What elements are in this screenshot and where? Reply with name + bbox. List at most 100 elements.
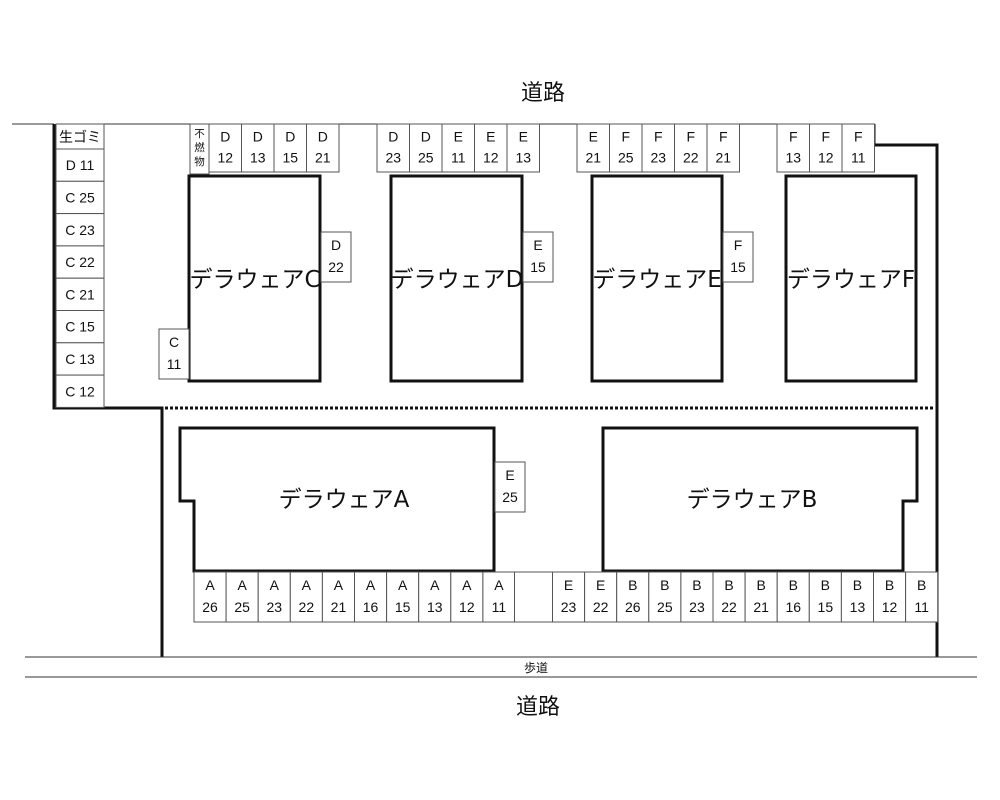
top-spot-f11: F11 (841, 123, 875, 173)
top-spot-f21-box (706, 123, 740, 173)
top-spot-d25: D25 (409, 123, 443, 173)
building-a (178, 426, 496, 573)
bottom-spot-a13-number: 13 (427, 599, 443, 615)
bottom-spot-b11-number: 11 (914, 599, 929, 615)
side-spot-e15-box (522, 231, 554, 283)
garbage-header-label: 生ゴミ (59, 129, 101, 145)
top-spot-f23-number: 23 (650, 149, 666, 165)
bottom-spot-a13: A 13 (418, 571, 452, 623)
left-spot-c13: C 13 (55, 342, 105, 376)
top-spot-f12: F12 (809, 123, 843, 173)
bottom-spot-a11-letter: A (494, 577, 504, 593)
bottom-spot-a16-box (354, 571, 388, 623)
bottom-spot-a21-box (321, 571, 355, 623)
top-spot-e13-box (506, 123, 540, 173)
left-spot-c21: C 21 (55, 277, 105, 312)
building-e (590, 174, 724, 383)
left-spot-label: C 15 (65, 319, 95, 335)
top-spot-f11-box (841, 123, 875, 173)
bottom-spot-b12: B 12 (873, 571, 907, 623)
top-spot-d13: D 13 (241, 123, 275, 173)
non-burnable-waste: 不燃物 (189, 123, 210, 175)
left-spot-label: C 12 (65, 383, 95, 399)
top-spot-d15: D15 (273, 123, 307, 173)
bottom-spot-a13-box (418, 571, 452, 623)
left-spot-box (55, 148, 105, 182)
left-spot-c22: C 22 (55, 245, 105, 279)
bottom-spot-b13-number: 13 (850, 599, 866, 615)
left-spot-box (55, 277, 105, 312)
bottom-spot-b22-letter: B (724, 577, 733, 593)
top-spot-d13-letter: D (253, 128, 263, 144)
side-spot-f15: F15 (722, 231, 754, 283)
bottom-spot-b15: B15 (808, 571, 842, 623)
bottom-spot-a13-letter: A (430, 577, 440, 593)
side-spot-e25-box (494, 461, 526, 513)
top-spot-e13-letter: E (519, 128, 528, 144)
bottom-spot-a25-letter: A (237, 577, 247, 593)
bottom-spot-b12-number: 12 (882, 599, 898, 615)
building-a-label: デラウェアA (279, 487, 410, 513)
top-spot-d25-number: 25 (418, 149, 434, 165)
top-spot-d12-letter: D (220, 128, 230, 144)
top-spot-f22: F22 (674, 123, 708, 173)
top-spot-d13-number: 13 (250, 149, 266, 165)
side-spot-f15-number: 15 (730, 259, 746, 275)
left-spot-c12: C 12 (55, 374, 105, 408)
left-spot-box (55, 310, 105, 344)
bottom-spot-a25: A25 (225, 571, 259, 623)
bottom-spot-b13-letter: B (853, 577, 862, 593)
bottom-spot-a15-letter: A (398, 577, 408, 593)
top-spot-f23: F23 (641, 123, 675, 173)
bottom-spot-b16-box (776, 571, 810, 623)
bottom-spot-e22-letter: E (596, 577, 605, 593)
top-spot-d12: D12 (208, 123, 242, 173)
top-spot-d21-letter: D (318, 128, 328, 144)
bottom-spot-a25-box (225, 571, 259, 623)
bottom-spot-b25: B25 (648, 571, 682, 623)
bottom-spot-b23-box (680, 571, 714, 623)
bottom-spot-b22-number: 22 (721, 599, 737, 615)
bottom-spot-a15-number: 15 (395, 599, 411, 615)
top-spot-f13-number: 13 (785, 149, 801, 165)
side-spot-e15: E15 (522, 231, 554, 283)
top-spot-d23-number: 23 (385, 149, 401, 165)
bottom-spot-a23-letter: A (270, 577, 280, 593)
left-spot-label: D 11 (66, 157, 95, 173)
bottom-spot-b13: B 13 (840, 571, 875, 623)
bottom-spot-b16-letter: B (789, 577, 798, 593)
bottom-spot-b11-letter: B (917, 577, 926, 593)
top-spot-f25: F25 (609, 123, 643, 173)
top-spot-e11-box (441, 123, 475, 173)
top-spot-f22-number: 22 (683, 149, 699, 165)
building-d-label: デラウェアD (391, 267, 524, 293)
top-spot-d21-box (306, 123, 340, 173)
site-boundary-left (52, 124, 164, 657)
top-spot-d23-box (376, 123, 410, 173)
non-burnable-char: 物 (194, 155, 205, 168)
bottom-spot-b21-letter: B (756, 577, 765, 593)
left-spot-d11: D 11 (55, 148, 105, 182)
bottom-spot-a26: A26 (193, 571, 227, 623)
side-spot-c11-number: 11 (167, 356, 182, 372)
bottom-spot-e23: E23 (552, 571, 586, 623)
top-spot-d23-letter: D (388, 128, 398, 144)
bottom-spot-b26-letter: B (628, 577, 637, 593)
side-spot-c11: C11 (158, 328, 190, 380)
bottom-spot-a11-number: 11 (492, 599, 507, 615)
bottom-spot-e22: E22 (584, 571, 618, 623)
non-burnable-char: 不 (194, 128, 205, 140)
top-spot-e21-number: 21 (585, 149, 601, 165)
top-spot-d15-box (273, 123, 307, 173)
bottom-spot-b12-letter: B (885, 577, 894, 593)
bottom-spot-a26-letter: A (205, 577, 215, 593)
top-spot-f21-number: 21 (715, 149, 731, 165)
top-spot-f25-letter: F (621, 128, 630, 144)
bottom-spot-b11-box (905, 571, 939, 623)
side-spot-d22-box (320, 231, 352, 283)
bottom-spot-a23-box (257, 571, 291, 623)
bottom-spot-b26: B26 (616, 571, 650, 623)
top-spot-d21: D21 (306, 123, 340, 173)
